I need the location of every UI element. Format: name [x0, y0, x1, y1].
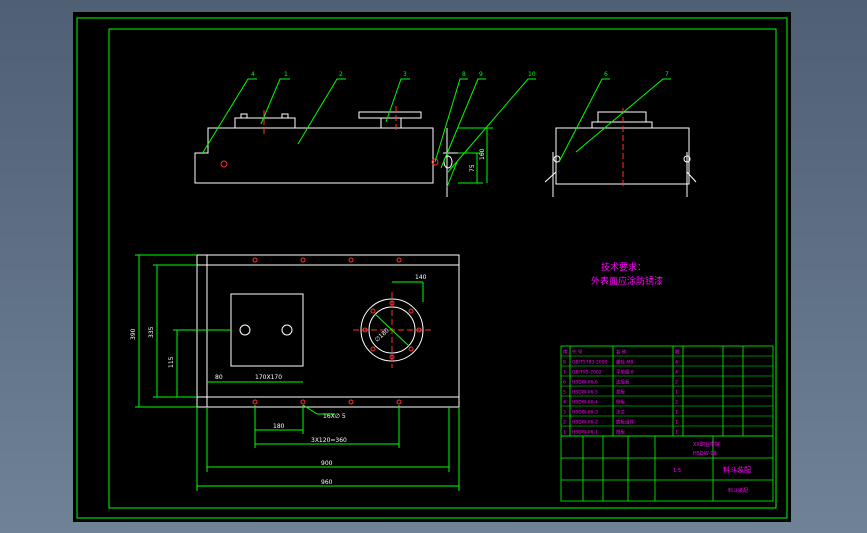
dim-plan-span2: 3X120=360 [311, 437, 347, 444]
side-leaders [558, 78, 671, 163]
dim-plan-left-offset: 80 [215, 374, 223, 381]
callout-10: 10 [528, 71, 536, 78]
parts-cell-code: 代 号 [572, 349, 583, 356]
front-centerlines [263, 106, 397, 134]
parts-cell-no: 3 [563, 410, 566, 416]
tb-drawing-no: HSDW-06 [693, 451, 717, 457]
tech-note: 外表面应涂防锈漆 [591, 275, 663, 287]
parts-cell-name: 侧板 [616, 399, 625, 406]
parts-cell-qty: 1 [675, 410, 678, 416]
dim-plan-h-lower: 115 [168, 356, 175, 368]
callout-4: 4 [251, 71, 255, 78]
title-block-text: XX职业学院 HSDW-06 料斗装配 1:5 料斗装配 [673, 441, 751, 494]
tech-title: 技术要求： [601, 261, 646, 273]
tb-name: 料斗装配 [723, 465, 751, 474]
dim-plan-span1: 180 [273, 423, 285, 430]
parts-cell-code: HSDW-06-4 [572, 400, 598, 406]
dim-plan-w-inner: 900 [321, 460, 333, 467]
parts-cell-code: GB/T5783-2000 [572, 360, 608, 366]
parts-cell-no: 8 [563, 360, 566, 366]
parts-cell-code: HSDW-06-2 [572, 420, 598, 426]
drawing-frame-border [108, 28, 777, 509]
parts-cell-no: 4 [563, 400, 566, 406]
front-leaders [201, 78, 536, 188]
front-callout-labels: 4 1 2 3 8 9 10 [251, 71, 536, 78]
callout-7: 7 [665, 71, 669, 78]
parts-cell-name: 连接板 [616, 379, 630, 386]
dim-plan-h-outer: 390 [130, 328, 137, 340]
parts-cell-no: 5 [563, 390, 566, 396]
parts-cell-qty: 4 [675, 360, 678, 366]
callout-3: 3 [403, 71, 407, 78]
parts-cell-code: HSDW-06-5 [572, 390, 598, 396]
parts-cell-no: 1 [563, 430, 566, 436]
side-callout-labels: 6 7 [604, 71, 669, 78]
tb-school: XX职业学院 [693, 441, 720, 448]
parts-cell-name: 螺栓 M8 [616, 359, 633, 366]
parts-cell-qty: 数 [675, 349, 680, 356]
parts-cell-name: 挡板 [616, 429, 625, 436]
parts-cell-qty: 1 [675, 390, 678, 396]
parts-cell-qty: 2 [675, 400, 678, 406]
cad-drawing: 4 1 2 3 8 9 10 75 160 [76, 17, 788, 519]
parts-cell-name: 盖板 [616, 389, 625, 396]
parts-cell-no: 2 [563, 420, 566, 426]
dim-plan-h-inner: 335 [148, 326, 155, 338]
parts-cell-no: 7 [563, 370, 566, 376]
callout-9: 9 [479, 71, 483, 78]
parts-cell-code: HSDW-06-6 [572, 380, 598, 386]
parts-cell-qty: 4 [675, 370, 678, 376]
drawing-sheet[interactable]: 4 1 2 3 8 9 10 75 160 [73, 12, 791, 522]
parts-cell-name: 平垫圈 8 [616, 369, 634, 376]
front-dims: 75 160 [469, 148, 486, 172]
plan-dim-lines [135, 254, 460, 491]
side-view [544, 111, 697, 197]
parts-cell-no: 序 [563, 349, 568, 356]
dim-front-h2: 75 [469, 164, 476, 172]
callout-2: 2 [339, 71, 343, 78]
tech-notes: 技术要求： 外表面应涂防锈漆 [591, 261, 663, 287]
dim-plan-off: 140 [415, 274, 427, 281]
sheet-outer-border [76, 17, 788, 519]
parts-cell-no: 6 [563, 380, 566, 386]
dim-front-h1: 160 [479, 148, 486, 160]
parts-cell-code: HSDW-06-3 [572, 410, 598, 416]
parts-cell-name: 名 称 [616, 349, 627, 356]
dim-plan-inner-w: 170X170 [255, 374, 282, 381]
parts-cell-name: 法兰 [616, 409, 625, 416]
parts-cell-qty: 2 [675, 380, 678, 386]
callout-8: 8 [462, 71, 466, 78]
tb-label-frame: 料斗装配 [728, 487, 748, 494]
parts-cell-code: GB/T95-2002 [572, 370, 602, 376]
parts-list: 序代 号 名 称 数 8 GB/T5783-2000 螺栓 M8 4 7 GB/T95-2002… [561, 349, 773, 437]
parts-cell-qty: 1 [675, 420, 678, 426]
front-view [194, 111, 458, 197]
parts-cell-name: 底板组件 [616, 419, 634, 426]
callout-1: 1 [284, 71, 288, 78]
dim-plan-w-outer: 960 [321, 479, 333, 486]
callout-6: 6 [604, 71, 608, 78]
dim-plan-dia: ∅180 [374, 327, 391, 343]
parts-cell-code: HSDW-06-1 [572, 430, 598, 436]
plan-dim-text: 390 335 115 80 170X170 140 ∅180 16X∅ 5 1… [130, 274, 427, 486]
parts-cell-qty: 1 [675, 430, 678, 436]
dim-plan-hole: 16X∅ 5 [323, 413, 346, 420]
tb-scale: 1:5 [673, 468, 681, 474]
